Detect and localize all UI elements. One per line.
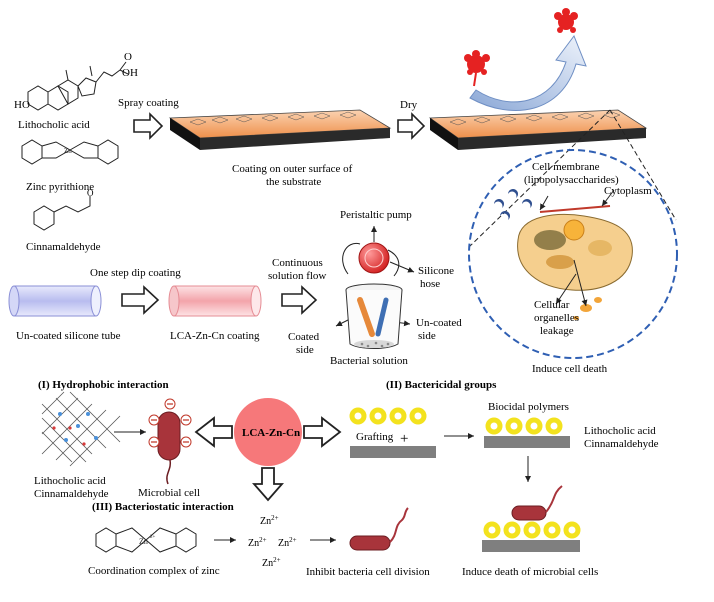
svg-text:Zn: Zn	[64, 147, 72, 155]
arrow-to-hydrophobic	[194, 416, 233, 448]
death-rings	[483, 521, 581, 539]
microbial-cell-label: Microbial cell	[138, 487, 200, 499]
inhibited-bacterium	[349, 507, 409, 551]
lca-zn-cn-label: LCA-Zn-Cn	[242, 427, 300, 439]
hydrophobic-lca-label: Lithocholic acid	[34, 475, 106, 487]
uncoated-tube-label: Un-coated silicone tube	[16, 330, 121, 342]
zn-complex-label: Coordination complex of zinc	[88, 565, 220, 577]
spray-arrow	[133, 112, 164, 140]
uncoated-side-line2: side	[418, 330, 436, 342]
organelles-label-line3: leakage	[540, 325, 574, 337]
cinnamaldehyde-label: Cinnamaldehyde	[26, 241, 101, 253]
zinc-complex-structure: Zn 2+	[95, 527, 197, 553]
curved-repel-arrow	[469, 34, 587, 111]
lithocholic-acid-label: Lithocholic acid	[18, 119, 90, 131]
peristaltic-pump-label: Peristaltic pump	[340, 209, 412, 221]
svg-text:Zn2+: Zn2+	[262, 556, 281, 569]
svg-text:2+: 2+	[150, 535, 156, 540]
lca-coated-tube	[168, 285, 262, 317]
hydrophobic-grid	[41, 391, 121, 467]
grafting-label: Grafting	[356, 431, 394, 443]
svg-text:Zn2+: Zn2+	[248, 536, 267, 549]
lca-oh-label: OH	[122, 67, 138, 79]
bacterial-cell	[517, 205, 633, 291]
continuous-flow-line2: solution flow	[268, 270, 326, 282]
organelles-label-line2: organelles	[534, 312, 579, 324]
biocidal-polymers-label: Biocidal polymers	[488, 401, 569, 413]
inhibit-division-label: Inhibit bacteria cell division	[306, 566, 430, 578]
lca-o-label: O	[124, 51, 132, 63]
dry-label: Dry	[400, 99, 418, 111]
membrane-label-line2: (lipopolysaccharides)	[524, 174, 619, 186]
lca-zn-cn-circle	[234, 398, 302, 466]
silicone-hose-line1: Silicone	[418, 265, 454, 277]
arrow-to-bacteriostatic	[252, 467, 284, 502]
grafting-rings	[349, 407, 427, 425]
grafting-bar	[350, 446, 436, 458]
death-bar	[482, 540, 580, 552]
microbial-cell-icon	[148, 398, 192, 485]
coating-caption-line1: Coating on outer surface of	[232, 163, 353, 175]
coated-substrate-2	[428, 109, 648, 150]
cell-panel-arrows	[539, 189, 615, 307]
one-step-label: One step dip coating	[90, 267, 181, 279]
grafting-plus: +	[400, 431, 408, 447]
coated-substrate-1	[168, 109, 392, 150]
induce-death-microbial-label: Induce death of microbial cells	[462, 566, 598, 578]
bacteria-repelled-1	[464, 50, 490, 87]
hydrophobic-title: (I) Hydrophobic interaction	[38, 379, 169, 391]
dip-coating-arrow	[121, 285, 160, 315]
svg-text:Zn2+: Zn2+	[278, 536, 297, 549]
arrow-to-bactericidal	[303, 416, 342, 448]
organelles-label-line1: Cellular	[534, 299, 570, 311]
beaker	[345, 283, 403, 349]
spray-coating-label: Spray coating	[118, 97, 179, 109]
zn-ions: Zn2+ Zn2+ Zn2+ Zn2+	[248, 514, 297, 569]
dry-arrow	[397, 112, 426, 140]
polymer-bar	[484, 436, 570, 448]
uncoated-silicone-tube	[8, 285, 102, 317]
coating-caption-line2: the substrate	[266, 176, 321, 188]
lps-particles	[494, 189, 532, 220]
zoom-lines	[467, 109, 677, 249]
lca-coating-label: LCA-Zn-Cn coating	[170, 330, 260, 342]
dead-cell-bacterium	[511, 485, 563, 521]
cytoplasm-label: Cytoplasm	[604, 185, 652, 197]
lithocholic-acid-structure	[27, 61, 129, 111]
right-cn-label: Cinnamaldehyde	[584, 438, 659, 450]
induce-cell-death-label: Induce cell death	[532, 363, 608, 375]
polymer-rings	[485, 417, 563, 435]
hydrophobic-cn-label: Cinnamaldehyde	[34, 488, 109, 500]
right-lca-label: Lithocholic acid	[584, 425, 656, 437]
lca-ho-label: HO	[14, 99, 30, 111]
zinc-pyrithione-structure: Zn	[21, 139, 119, 165]
cn-o-label: O	[87, 188, 94, 198]
bacteria-repelled-2	[554, 8, 578, 33]
peristaltic-pump	[342, 242, 400, 277]
cell-zoom-circle	[468, 149, 678, 359]
continuous-flow-line1: Continuous	[272, 257, 323, 269]
bactericidal-title: (II) Bactericidal groups	[386, 379, 497, 391]
uncoated-side-line1: Un-coated	[416, 317, 462, 329]
svg-text:Zn2+: Zn2+	[260, 514, 279, 527]
flow-arrow	[281, 285, 318, 315]
bacteriostatic-title: (III) Bacteriostatic interaction	[92, 501, 234, 513]
leakage-particles	[573, 297, 602, 320]
zinc-pyrithione-label: Zinc pyrithione	[26, 181, 94, 193]
svg-text:Zn: Zn	[139, 537, 148, 546]
membrane-label-line1: Cell membrane	[532, 161, 600, 173]
silicone-hose-line2: hose	[420, 278, 440, 290]
coated-side-line1: Coated	[288, 331, 320, 343]
coated-side-line2: side	[296, 344, 314, 356]
bacterial-solution-label: Bacterial solution	[330, 355, 408, 367]
cinnamaldehyde-structure	[33, 196, 91, 231]
